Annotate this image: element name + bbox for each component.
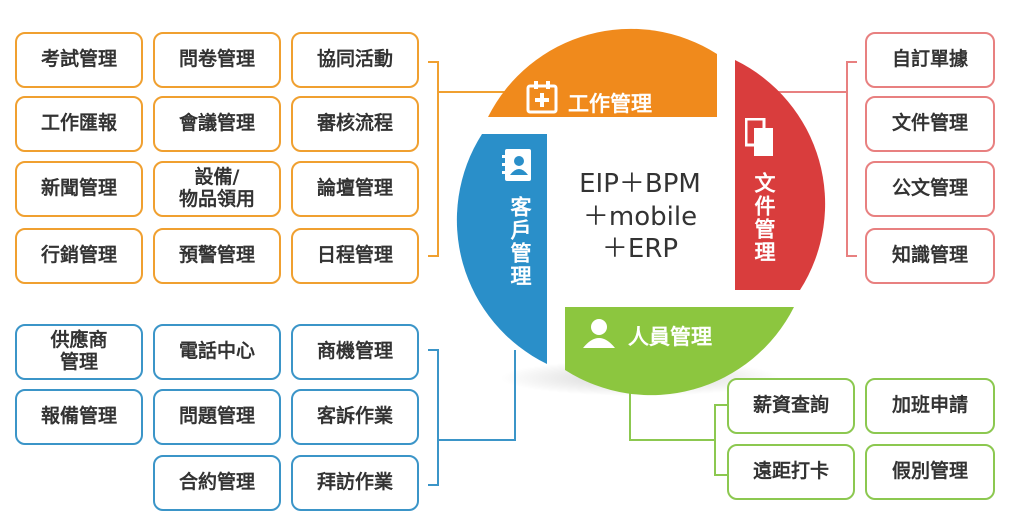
person-icon xyxy=(582,318,616,352)
work-item-collaboration[interactable]: 協同活動 xyxy=(291,32,419,88)
customer-item-complaint[interactable]: 客訴作業 xyxy=(291,389,419,445)
people-connector xyxy=(629,385,727,476)
contact-book-icon xyxy=(502,148,532,186)
segment-work[interactable] xyxy=(488,28,717,117)
doc-item-files[interactable]: 文件管理 xyxy=(865,96,995,152)
customer-item-opportunity[interactable]: 商機管理 xyxy=(291,324,419,380)
center-title: EIP＋BPM ＋mobile ＋ERP xyxy=(555,168,725,266)
people-item-leave[interactable]: 假別管理 xyxy=(865,444,995,500)
center-line-2: ＋mobile xyxy=(582,201,698,232)
segment-work-label: 工作管理 xyxy=(568,92,652,116)
segment-people[interactable] xyxy=(565,307,794,396)
work-item-alert[interactable]: 預警管理 xyxy=(153,228,281,284)
people-item-remote-clock[interactable]: 遠距打卡 xyxy=(727,444,855,500)
people-item-salary[interactable]: 薪資查詢 xyxy=(727,378,855,434)
work-item-news[interactable]: 新聞管理 xyxy=(15,161,143,217)
customer-item-supplier[interactable]: 供應商 管理 xyxy=(15,324,143,380)
customer-item-repair[interactable]: 報備管理 xyxy=(15,389,143,445)
customer-item-visit[interactable]: 拜訪作業 xyxy=(291,455,419,511)
work-item-exam[interactable]: 考試管理 xyxy=(15,32,143,88)
documents-icon xyxy=(744,117,775,162)
segment-customers[interactable] xyxy=(456,134,547,364)
work-item-schedule[interactable]: 日程管理 xyxy=(291,228,419,284)
work-item-review[interactable]: 審核流程 xyxy=(291,96,419,152)
doc-item-custom-forms[interactable]: 自訂單據 xyxy=(865,32,995,88)
work-item-survey[interactable]: 問卷管理 xyxy=(153,32,281,88)
work-item-marketing[interactable]: 行銷管理 xyxy=(15,228,143,284)
segment-people-label: 人員管理 xyxy=(628,325,712,349)
calendar-icon xyxy=(526,80,558,118)
doc-item-official[interactable]: 公文管理 xyxy=(865,161,995,217)
customer-item-issue[interactable]: 問題管理 xyxy=(153,389,281,445)
center-line-1: EIP＋BPM xyxy=(579,169,701,199)
segment-customers-label: 客戶管理 xyxy=(508,196,532,288)
customer-item-contract[interactable]: 合約管理 xyxy=(153,455,281,511)
customers-connector xyxy=(428,349,516,486)
doc-item-knowledge[interactable]: 知識管理 xyxy=(865,228,995,284)
work-item-meeting[interactable]: 會議管理 xyxy=(153,96,281,152)
work-item-equipment[interactable]: 設備/ 物品領用 xyxy=(153,161,281,217)
docs-connector xyxy=(775,61,857,257)
people-item-overtime[interactable]: 加班申請 xyxy=(865,378,995,434)
segment-docs-label: 文件管理 xyxy=(752,172,776,264)
work-item-report[interactable]: 工作匯報 xyxy=(15,96,143,152)
center-line-3: ＋ERP xyxy=(601,234,679,264)
work-item-forum[interactable]: 論壇管理 xyxy=(291,161,419,217)
customer-item-call-center[interactable]: 電話中心 xyxy=(153,324,281,380)
